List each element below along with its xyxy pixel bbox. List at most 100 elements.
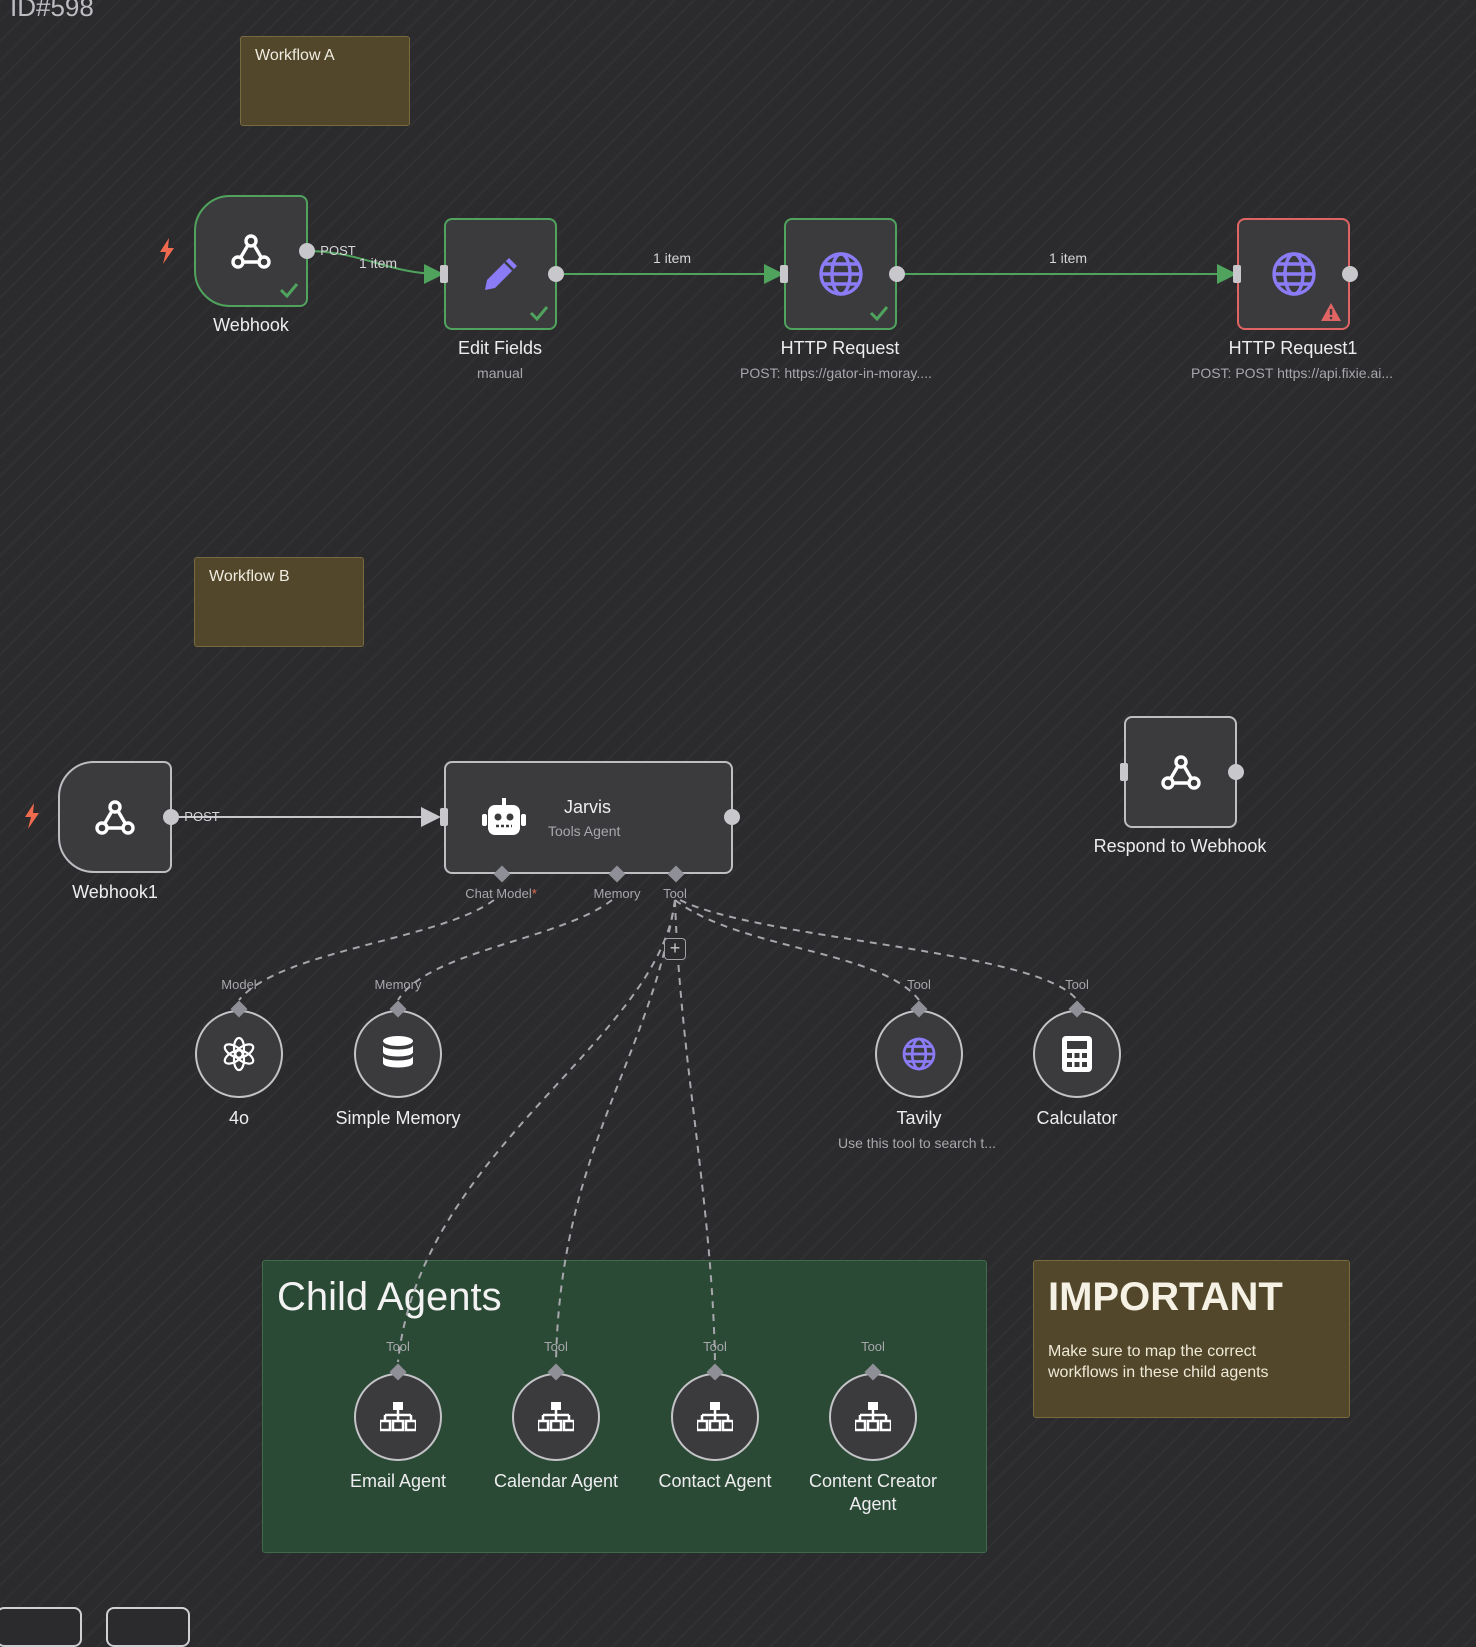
http-request1-warning-triangle-icon: [1321, 303, 1341, 321]
workflow-id-label: ID#598: [10, 0, 94, 22]
toolbar-button[interactable]: [106, 1607, 190, 1647]
http-request1-output-port[interactable]: [1342, 266, 1358, 282]
edit-fields-name: Edit Fields: [457, 338, 543, 358]
main-connections[interactable]: [172, 250, 1237, 827]
add-tool-button[interactable]: +: [664, 938, 686, 960]
tavily-port-label: Tool: [907, 977, 931, 992]
edge-chatmodel-4o[interactable]: [238, 899, 495, 1001]
jarvis-agent-node[interactable]: Jarvis Tools Agent: [444, 761, 733, 874]
edge-tool-calendar-agent[interactable]: [555, 899, 676, 1363]
globe-icon: [818, 252, 863, 296]
openai-model-name: 4o: [228, 1108, 250, 1128]
http-request-output-port[interactable]: [889, 266, 905, 282]
jarvis-chat-model-label: Chat Model*: [465, 886, 537, 901]
webhook-icon: [231, 234, 271, 269]
jarvis-input-port[interactable]: [440, 808, 448, 826]
sitemap-icon: [697, 1402, 733, 1432]
tavily-subtitle: Use this tool to search t...: [838, 1135, 996, 1151]
webhook1-node[interactable]: [58, 761, 172, 873]
edge-2-label: 1 item: [652, 250, 692, 266]
content-creator-agent-name-line-1: Content Creator: [808, 1471, 938, 1491]
webhook1-name: Webhook1: [72, 882, 158, 902]
calculator-icon: [1062, 1036, 1092, 1072]
respond-output-port[interactable]: [1228, 764, 1244, 780]
chat-model-text: Chat Model: [465, 886, 532, 901]
globe-icon: [1271, 252, 1316, 296]
contact-agent-port-label: Tool: [703, 1339, 727, 1354]
sticky-workflow-a-text: Workflow A: [255, 47, 335, 64]
sitemap-icon: [538, 1402, 574, 1432]
model-port-label: Model: [221, 977, 257, 992]
edge-memory-simplememory[interactable]: [397, 899, 613, 1001]
respond-input-port[interactable]: [1120, 763, 1128, 781]
webhook-name: Webhook: [213, 315, 289, 335]
edit-fields-node[interactable]: [444, 218, 557, 330]
content-creator-agent-node[interactable]: [829, 1373, 917, 1461]
simple-memory-node[interactable]: [354, 1010, 442, 1098]
sub-connections[interactable]: [238, 899, 1078, 1363]
edge-tool-tavily[interactable]: [674, 899, 920, 1001]
sitemap-icon: [855, 1402, 891, 1432]
webhook-success-checkmark-icon: [279, 283, 299, 298]
webhook-output-port[interactable]: [299, 243, 315, 259]
sticky-workflow-b[interactable]: Workflow B: [194, 557, 364, 647]
calculator-port-label: Tool: [1065, 977, 1089, 992]
webhook1-output-port[interactable]: [163, 809, 179, 825]
important-body-line-1: Make sure to map the correct: [1048, 1343, 1257, 1360]
edit-fields-output-port[interactable]: [548, 266, 564, 282]
simple-memory-name: Simple Memory: [335, 1108, 461, 1128]
edge-tool-calculator[interactable]: [679, 899, 1078, 1001]
sticky-workflow-a[interactable]: Workflow A: [240, 36, 410, 126]
edit-fields-input-port[interactable]: [440, 265, 448, 283]
trigger-bolt-icon: [25, 803, 39, 829]
webhook-icon: [95, 800, 135, 835]
important-body-line-2: workflows in these child agents: [1048, 1364, 1269, 1381]
openai-model-node[interactable]: [195, 1010, 283, 1098]
sticky-workflow-b-text: Workflow B: [209, 568, 290, 585]
edge-tool-contact-agent[interactable]: [674, 899, 716, 1363]
jarvis-subtitle: Tools Agent: [548, 822, 621, 839]
required-mark: *: [531, 886, 537, 901]
webhook-node[interactable]: [194, 195, 308, 307]
edge-3-label: 1 item: [1048, 250, 1088, 266]
robot-icon: [482, 797, 526, 835]
jarvis-name: Jarvis: [564, 796, 612, 817]
http-request1-name: HTTP Request1: [1228, 338, 1358, 358]
sitemap-icon: [380, 1402, 416, 1432]
contact-agent-name: Contact Agent: [658, 1471, 772, 1491]
globe-icon: [902, 1037, 936, 1071]
content-creator-agent-port-label: Tool: [861, 1339, 885, 1354]
edge-tool-email-agent[interactable]: [397, 899, 676, 1363]
http-request-success-checkmark-icon: [869, 306, 889, 321]
webhook-method-label: POST: [320, 243, 356, 258]
http-request-input-port[interactable]: [780, 265, 788, 283]
jarvis-output-port[interactable]: [724, 809, 740, 825]
calendar-agent-node[interactable]: [512, 1373, 600, 1461]
email-agent-port-label: Tool: [386, 1339, 410, 1354]
http-request-name: HTTP Request: [780, 338, 900, 358]
contact-agent-node[interactable]: [671, 1373, 759, 1461]
child-agents-title: Child Agents: [277, 1275, 502, 1319]
calculator-tool-node[interactable]: [1033, 1010, 1121, 1098]
pencil-icon: [484, 258, 517, 290]
zoom-controls-button[interactable]: [0, 1607, 82, 1647]
database-icon: [383, 1036, 413, 1068]
jarvis-tool-label: Tool: [663, 886, 687, 901]
tavily-name: Tavily: [896, 1108, 942, 1128]
http-request1-input-port[interactable]: [1233, 265, 1241, 283]
tavily-tool-node[interactable]: [875, 1010, 963, 1098]
openai-icon: [223, 1036, 255, 1072]
edge-webhook-editfields[interactable]: [306, 250, 444, 284]
calendar-agent-name: Calendar Agent: [493, 1471, 619, 1491]
edit-fields-success-checkmark-icon: [529, 306, 549, 321]
edge-1-label: 1 item: [358, 255, 398, 271]
calculator-name: Calculator: [1036, 1108, 1118, 1128]
respond-to-webhook-node[interactable]: [1124, 716, 1237, 828]
important-title: IMPORTANT: [1048, 1275, 1283, 1319]
edit-fields-subtitle: manual: [477, 365, 523, 381]
email-agent-node[interactable]: [354, 1373, 442, 1461]
http-request-subtitle: POST: https://gator-in-moray....: [740, 365, 932, 381]
respond-to-webhook-name: Respond to Webhook: [1093, 836, 1267, 856]
sticky-important[interactable]: IMPORTANT Make sure to map the correct w…: [1033, 1260, 1350, 1418]
